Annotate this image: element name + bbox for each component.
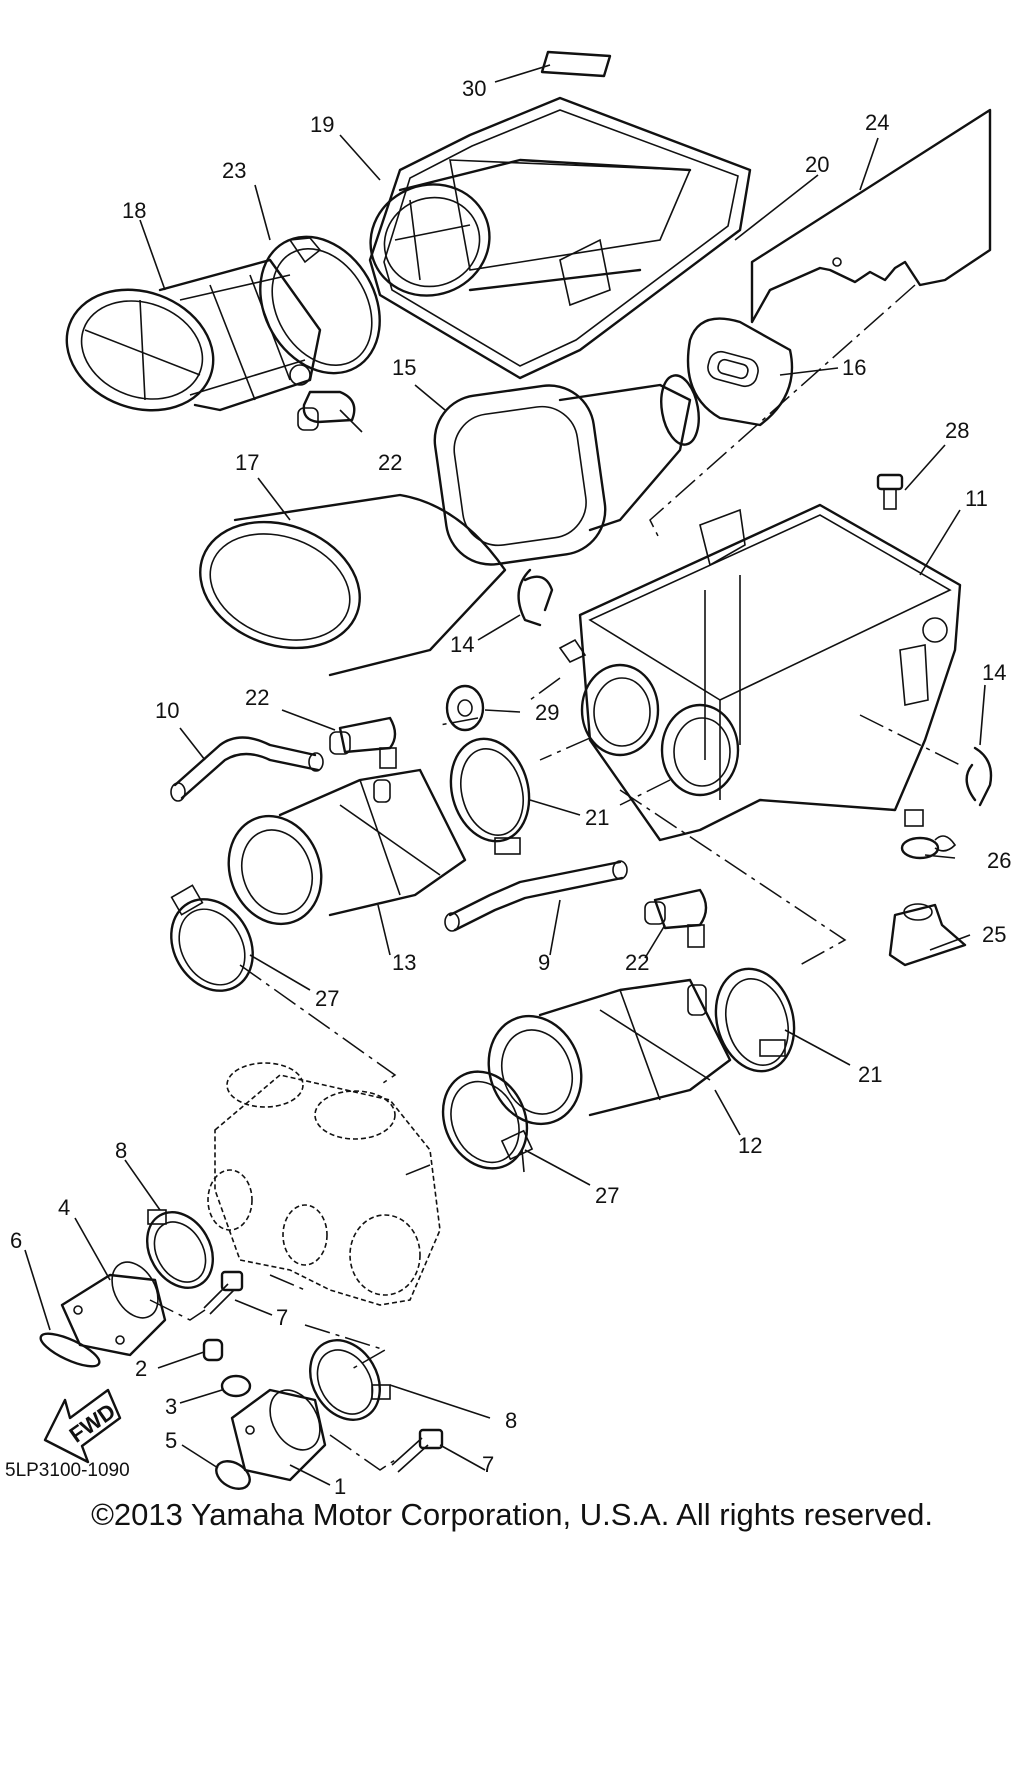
leader-lines	[24, 64, 986, 1486]
callout-22-upper: 22	[378, 450, 402, 475]
callout-11: 11	[965, 486, 988, 511]
part-9-hose	[444, 860, 628, 932]
callout-19: 19	[310, 112, 334, 137]
part-14-clip-left	[517, 568, 554, 627]
callout-20: 20	[805, 152, 829, 177]
part-21-clamp-lower	[714, 967, 796, 1073]
part-22-elbow-lower	[644, 888, 708, 948]
part-22-elbow-upper	[297, 390, 356, 431]
callout-5: 5	[165, 1428, 177, 1453]
part-17-air-filter-element	[199, 493, 507, 677]
callout-8-lower: 8	[505, 1408, 517, 1433]
part-4-manifold	[60, 1261, 167, 1357]
callout-29: 29	[535, 700, 559, 725]
callout-17: 17	[235, 450, 259, 475]
part-29-grommet	[445, 684, 485, 732]
part-8-clamp-upper	[146, 1209, 214, 1289]
callout-15: 15	[392, 355, 416, 380]
callout-10: 10	[155, 698, 179, 723]
callout-26: 26	[987, 848, 1011, 873]
copyright-notice: ©2013 Yamaha Motor Corporation, U.S.A. A…	[91, 1497, 933, 1532]
callout-27-left: 27	[315, 986, 339, 1011]
diagram-code: 5LP3100-1090	[5, 1460, 130, 1481]
part-12-joint	[487, 978, 732, 1126]
callout-7-upper: 7	[276, 1305, 288, 1330]
callout-2: 2	[135, 1356, 147, 1381]
part-25-drain	[888, 903, 967, 967]
part-7-bolt-lower	[391, 1428, 444, 1473]
part-27-clamp-left	[170, 884, 254, 992]
callout-21-lower: 21	[858, 1062, 882, 1087]
callout-14-left: 14	[450, 632, 474, 657]
part-27-clamp-right	[441, 1070, 534, 1173]
carburetor-assembly	[207, 1062, 441, 1306]
callout-3: 3	[165, 1394, 177, 1419]
part-13-joint	[227, 768, 467, 926]
part-6-o-ring	[39, 1332, 101, 1368]
part-18-intake-silencer	[65, 258, 322, 412]
part-21-clamp-upper	[449, 737, 531, 855]
part-3-clip	[220, 1374, 252, 1398]
part-8-clamp-lower	[309, 1339, 391, 1421]
callout-23: 23	[222, 158, 246, 183]
part-15-element-holder	[433, 374, 700, 566]
callout-14-right: 14	[982, 660, 1006, 685]
part-14-clip-right	[965, 746, 993, 807]
callout-22-lower: 22	[625, 950, 649, 975]
part-1-manifold	[230, 1388, 327, 1482]
callout-16: 16	[842, 355, 866, 380]
callout-12: 12	[738, 1133, 762, 1158]
callout-6: 6	[10, 1228, 22, 1253]
part-19-intake-duct	[369, 158, 692, 297]
callout-30: 30	[462, 76, 486, 101]
part-5-o-ring	[215, 1460, 251, 1490]
callout-28: 28	[945, 418, 969, 443]
fwd-label: FWD	[65, 1398, 120, 1447]
part-7-bolt-upper	[203, 1270, 244, 1315]
part-10-hose	[170, 736, 324, 802]
part-26-band	[900, 835, 957, 860]
callout-27-right: 27	[595, 1183, 619, 1208]
part-30-label	[540, 50, 612, 78]
part-20-air-box-cover	[368, 96, 752, 380]
callout-8-upper: 8	[115, 1138, 127, 1163]
callout-24: 24	[865, 110, 889, 135]
part-24-side-plate	[750, 108, 992, 324]
part-22-elbow-middle	[329, 716, 397, 769]
callout-22-middle: 22	[245, 685, 269, 710]
callout-25: 25	[982, 922, 1006, 947]
part-28-bolt	[876, 473, 904, 510]
fwd-arrow-icon: FWD	[43, 1388, 122, 1464]
assembly-lines	[149, 284, 961, 1471]
callout-21-upper: 21	[585, 805, 609, 830]
callout-1: 1	[334, 1474, 346, 1499]
callout-4: 4	[58, 1195, 70, 1220]
callout-13: 13	[392, 950, 416, 975]
callout-18: 18	[122, 198, 146, 223]
part-2-fitting	[202, 1338, 224, 1362]
callout-9: 9	[538, 950, 550, 975]
part-16-damper	[686, 317, 794, 427]
callout-labels: 30 19 23 18 20 24 15 16 22 17 28 11 14 1…	[5, 76, 1011, 1499]
part-11-air-filter-case	[558, 503, 962, 842]
callout-7-lower: 7	[482, 1452, 494, 1477]
